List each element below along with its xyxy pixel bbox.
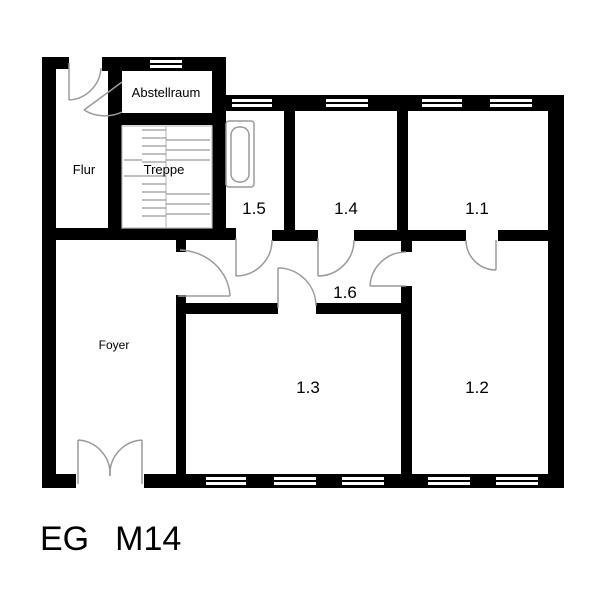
door-11 [465, 239, 497, 271]
room-label-1-1: 1.1 [465, 199, 489, 218]
wall-foyer-nub [176, 238, 186, 252]
wall-foyer-right [176, 295, 186, 488]
door-abstellraum [83, 81, 123, 117]
window-11-top-a [422, 99, 462, 107]
wall-13-top-a [176, 303, 278, 314]
wall-abstell-bottom [112, 113, 222, 125]
wall-left-outer [42, 57, 56, 488]
room-label-flur: Flur [73, 162, 96, 177]
wall-corridor-top-d [498, 230, 562, 241]
caption-unit: M14 [115, 520, 182, 558]
room-label-foyer: Foyer [99, 338, 130, 352]
wall-corridor-top-b [272, 230, 318, 241]
room-label-1-2: 1.2 [465, 378, 489, 397]
window-abstell-top [150, 60, 182, 68]
doors [68, 63, 497, 484]
window-11-top-b [490, 99, 532, 107]
room-label-1-6: 1.6 [333, 283, 357, 302]
door-14 [317, 238, 355, 277]
wall-14-11 [397, 95, 408, 237]
wall-bottom-left [42, 474, 76, 488]
door-flur-top [68, 63, 102, 101]
bathtub [225, 120, 255, 188]
room-label-1-3: 1.3 [296, 378, 320, 397]
window-15-top [232, 99, 272, 107]
window-14-top [326, 99, 368, 107]
window-12-bottom-a [428, 477, 470, 485]
window-13-bottom-b [274, 477, 316, 485]
caption-floor: EG [40, 520, 90, 558]
wall-13-top-b [316, 303, 412, 314]
room-label-abstellraum: Abstellraum [132, 85, 201, 100]
room-label-treppe: Treppe [144, 162, 185, 177]
door-12 [369, 251, 407, 287]
wall-corridor-top-c [354, 230, 466, 241]
wall-abstell-right [212, 57, 226, 237]
door-13 [277, 267, 317, 308]
room-label-1-5: 1.5 [242, 199, 266, 218]
wall-15-14 [284, 95, 295, 237]
walls [42, 57, 564, 488]
staircase [121, 125, 213, 229]
wall-top-main [212, 95, 564, 111]
wall-12-nub [401, 238, 412, 252]
wall-corridor-top-a [42, 228, 236, 240]
room-label-1-4: 1.4 [334, 199, 358, 218]
windows [150, 60, 538, 485]
door-foyer-inner [178, 249, 231, 297]
window-13-bottom-c [342, 477, 384, 485]
wall-flur-treppe [108, 68, 122, 230]
wall-flur-top [42, 57, 69, 69]
window-13-bottom-a [206, 477, 246, 485]
wall-right-outer [548, 95, 564, 488]
room-labels: Abstellraum Flur Treppe Foyer 1.5 1.4 1.… [73, 85, 489, 397]
door-foyer-entrance [77, 439, 143, 484]
plan-caption: EG M14 [40, 520, 181, 559]
wall-13-12 [401, 286, 412, 488]
window-12-bottom-b [496, 477, 538, 485]
door-15 [235, 238, 273, 277]
